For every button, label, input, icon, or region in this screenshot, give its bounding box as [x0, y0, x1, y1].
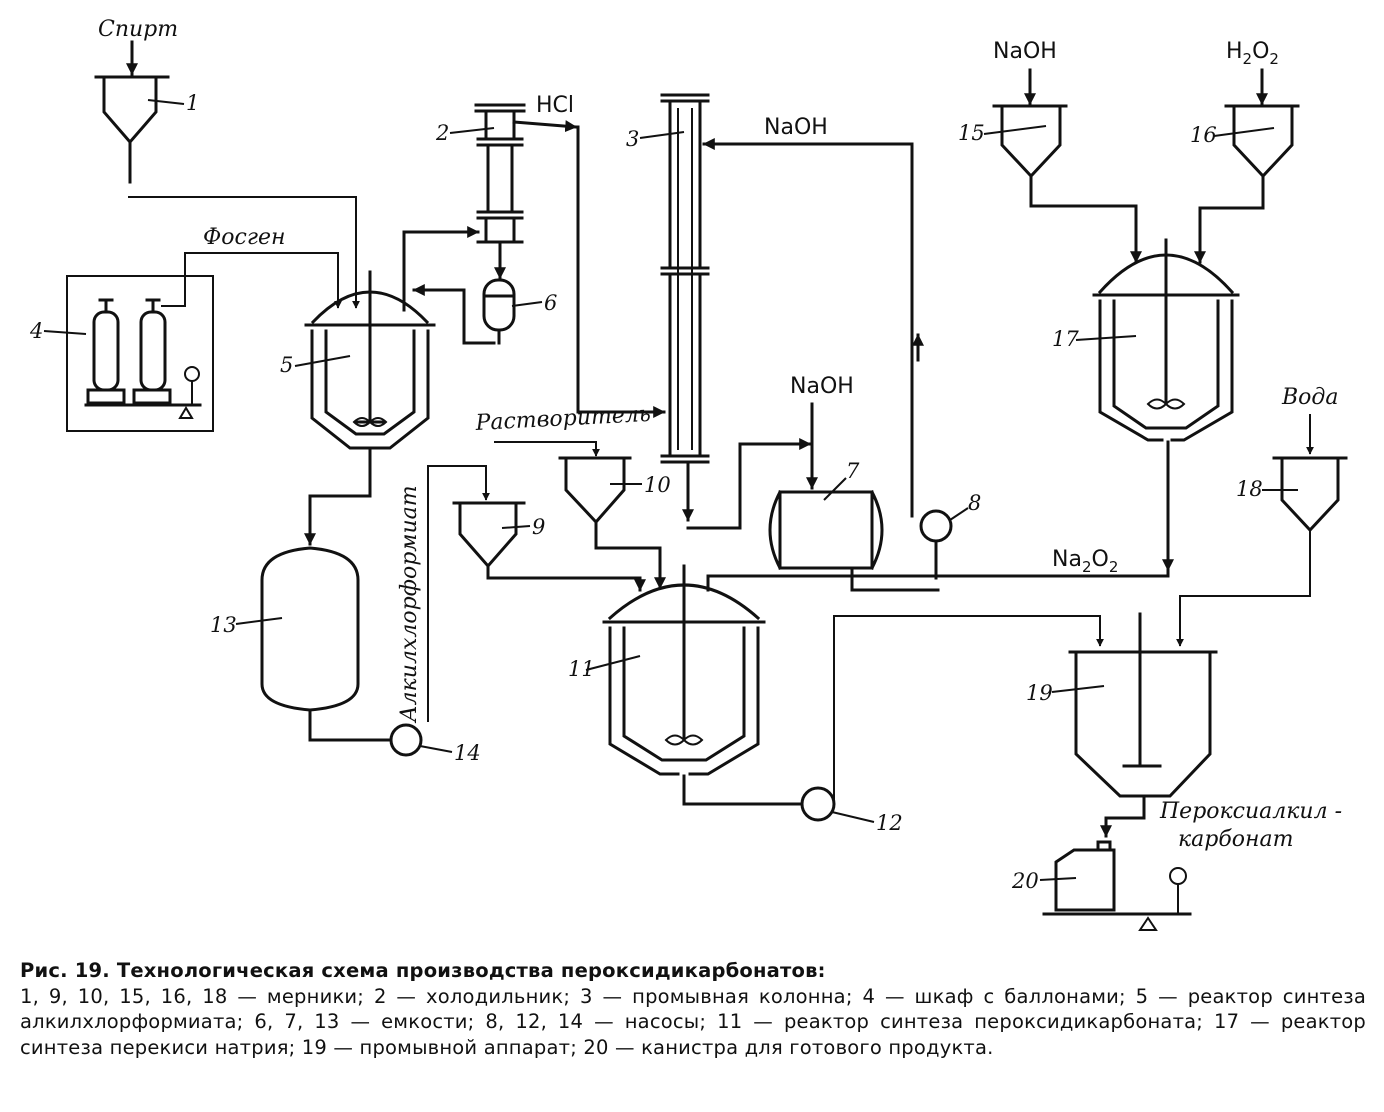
pipe-5-to-2	[402, 226, 480, 312]
number-3: 3	[626, 127, 639, 151]
pump-14	[389, 723, 423, 757]
cylinder-cabinet-4	[66, 275, 214, 432]
pump-12	[800, 786, 836, 822]
number-13: 13	[210, 613, 237, 637]
h2o2-label: H2O2	[1226, 39, 1279, 68]
hcl-label: HCl	[536, 93, 574, 118]
tank-6	[482, 278, 516, 345]
caption-title: Рис. 19. Технологическая схема производс…	[20, 959, 826, 982]
naoh-7-label: NaOH	[790, 374, 854, 399]
measuring-vessel-10	[558, 456, 632, 525]
number-14: 14	[454, 741, 481, 765]
number-2: 2	[435, 121, 449, 145]
condenser-2	[474, 103, 526, 244]
number-1: 1	[186, 91, 199, 115]
caption-body: 1, 9, 10, 15, 16, 18 — мерники; 2 — холо…	[20, 984, 1366, 1059]
pipe-11-to-12	[682, 774, 804, 806]
washing-apparatus-19	[1068, 612, 1218, 798]
voda-label: Вода	[1281, 385, 1338, 410]
pump-8	[919, 509, 953, 580]
pipe-19-to-20	[1100, 794, 1146, 838]
na2o2-label: Na2O2	[1052, 547, 1118, 576]
measuring-vessel-16	[1224, 104, 1300, 179]
measuring-vessel-1	[94, 75, 170, 184]
pipe-10-to-11	[594, 520, 666, 590]
pipe-18-to-19	[1176, 530, 1311, 647]
naoh-col-label: NaOH	[764, 115, 828, 140]
pipe-9-to-11	[486, 564, 646, 592]
pipe-14-to-9	[427, 465, 490, 722]
reactor-11	[602, 564, 766, 776]
product-label-1: Пероксиалкил -	[1159, 799, 1342, 824]
washing-column-3	[660, 93, 710, 464]
pipe-naoh-to-3	[702, 138, 914, 518]
canister-20	[1042, 840, 1192, 931]
reactor-5	[304, 270, 436, 450]
number-19: 19	[1026, 681, 1053, 705]
measuring-vessel-9	[452, 501, 526, 569]
number-8: 8	[968, 491, 981, 515]
spirt-label: Спирт	[98, 17, 178, 42]
product-label-2: карбонат	[1178, 827, 1293, 852]
number-18: 18	[1236, 477, 1263, 501]
naoh-15-label: NaOH	[993, 39, 1057, 64]
pipe-5-to-13	[304, 446, 372, 546]
pipe-12-to-19	[833, 615, 1104, 804]
pipe-2-to-3	[576, 125, 666, 418]
pipe-6-to-5	[412, 284, 496, 345]
measuring-vessel-18	[1272, 456, 1348, 533]
number-6: 6	[544, 291, 557, 315]
pipe-7-out	[850, 566, 940, 592]
alkilchlorformiat-label: Алкилхлорформиат	[397, 485, 422, 724]
measuring-vessel-15	[992, 104, 1068, 179]
pipe-16-to-17	[1194, 174, 1265, 264]
figure-caption: Рис. 19. Технологическая схема производс…	[20, 958, 1366, 1060]
number-5: 5	[280, 353, 293, 377]
number-12: 12	[876, 811, 903, 835]
pipe-1-to-5	[128, 196, 360, 309]
pipe-hcl	[512, 120, 578, 133]
pipe-solvent	[494, 441, 600, 457]
number-15: 15	[958, 121, 985, 145]
number-9: 9	[532, 515, 545, 539]
rastvoritel-label: Растворитель	[474, 402, 651, 436]
number-7: 7	[846, 459, 860, 483]
number-16: 16	[1190, 123, 1217, 147]
tank-13	[260, 546, 360, 742]
pipe-na2o2	[706, 440, 1170, 592]
number-4: 4	[29, 319, 43, 343]
pipe-15-to-17	[1029, 174, 1142, 264]
process-flow-diagram: Спирт 1 4 Фосген 5	[29, 17, 1348, 931]
reactor-17	[1092, 238, 1240, 442]
number-10: 10	[644, 473, 671, 497]
number-17: 17	[1052, 327, 1079, 351]
tank-7	[768, 489, 884, 571]
number-20: 20	[1011, 869, 1039, 893]
pipe-fosgen	[161, 252, 342, 309]
fosgen-label: Фосген	[203, 225, 285, 250]
